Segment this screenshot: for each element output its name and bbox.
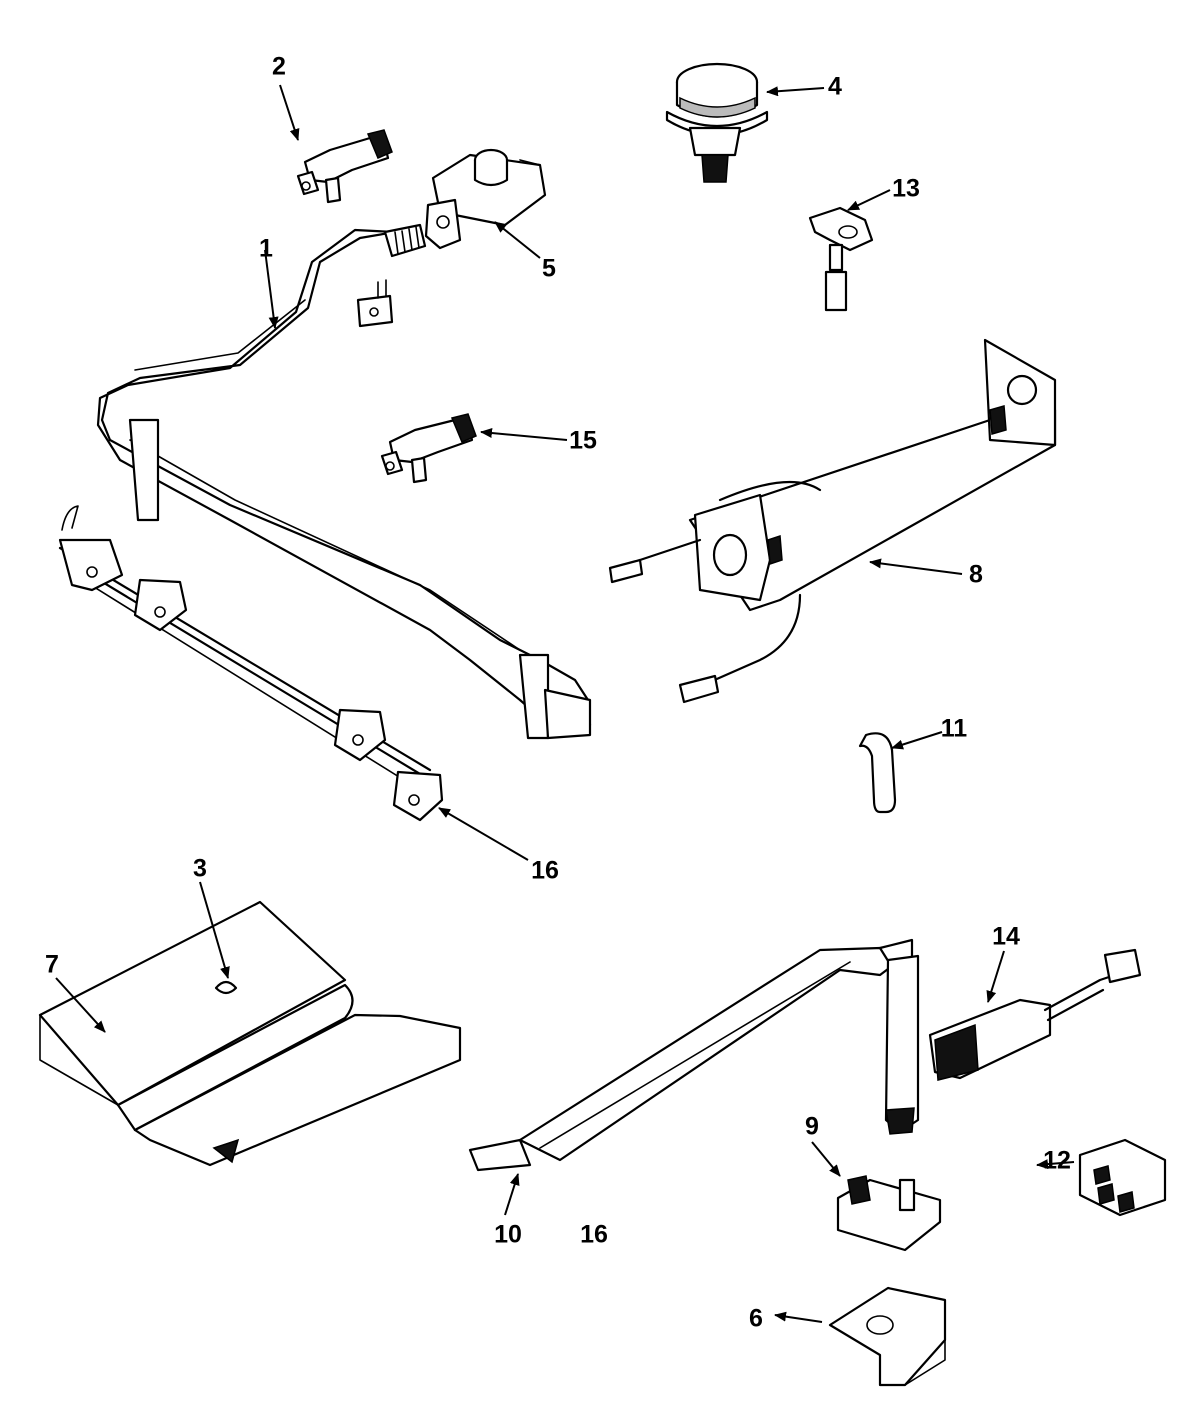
callout-4: 4 (828, 73, 842, 101)
callout-8: 8 (969, 561, 983, 589)
callout-1: 1 (259, 235, 273, 263)
igniter-part (928, 948, 1142, 1081)
callout-10: 10 (494, 1221, 522, 1249)
manifold-pipe-part (96, 223, 592, 740)
callout-6: 6 (749, 1305, 763, 1333)
switch-part (836, 1175, 942, 1252)
heat-shield-part (38, 900, 462, 1167)
callout-9: 9 (805, 1113, 819, 1141)
callout-11: 11 (941, 715, 968, 743)
mounting-bracket-part (828, 1286, 947, 1387)
callout-3: 3 (193, 855, 207, 883)
bake-burner-tube-part (468, 938, 920, 1172)
callout-16: 16 (531, 857, 559, 885)
spark-module-part (1078, 1138, 1167, 1217)
valve-assembly-part-16 (58, 505, 444, 822)
callout-5: 5 (542, 255, 556, 283)
callout-12: 12 (1043, 1147, 1071, 1175)
leader-lines (55, 84, 1075, 1323)
callout-2: 2 (272, 53, 286, 81)
callout-labels: 1 2 3 4 5 6 7 8 9 10 11 12 13 14 15 16 1… (45, 53, 1071, 1333)
hose-part (858, 732, 897, 814)
callout-13: 13 (892, 175, 920, 203)
broil-burner-part (608, 338, 1057, 704)
callout-16-secondary: 16 (580, 1221, 608, 1249)
valve-part-2 (296, 129, 393, 204)
valve-part-15 (380, 413, 477, 484)
callout-15: 15 (569, 427, 597, 455)
callout-14: 14 (992, 923, 1020, 951)
electrode-bracket-part (808, 206, 874, 312)
callout-7: 7 (45, 951, 59, 979)
burner-cap-part (665, 62, 769, 183)
pressure-regulator-part (424, 148, 547, 250)
